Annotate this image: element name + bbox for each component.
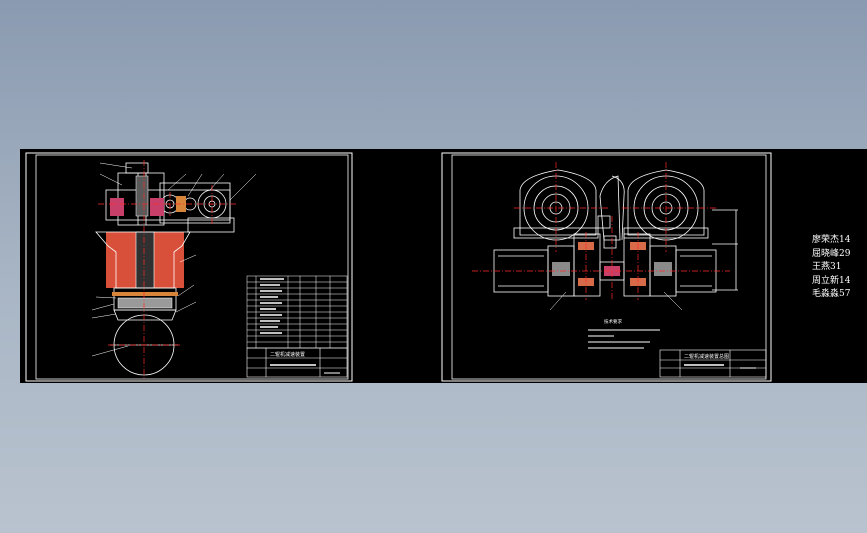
left-drawing-sheet[interactable]: 二辊机减速装置 [25, 152, 353, 382]
right-drive-motors [493, 233, 717, 297]
designer-names: 廖荣杰14 屈晓峰29 王燕31 周立新14 毛淼淼57 [812, 234, 867, 302]
right-frame [597, 175, 738, 291]
right-technical-notes [588, 329, 660, 349]
right-notes-title: 技术要求 [604, 318, 622, 325]
designer-name: 毛淼淼57 [812, 289, 851, 299]
left-centerlines [98, 160, 236, 378]
left-leader-lines [91, 162, 257, 357]
designer-name: 廖荣杰14 [812, 235, 851, 245]
right-centerlines [472, 162, 730, 300]
left-parts-list [246, 275, 348, 349]
right-leader-lines [549, 291, 683, 311]
right-drawing-sheet[interactable]: 技术要求 二辊机减速装置总图 [441, 152, 772, 382]
left-title-block [246, 347, 348, 378]
left-title-text: 二辊机减速装置 [270, 351, 305, 358]
right-title-text: 二辊机减速装置总图 [684, 353, 729, 360]
designer-name: 屈晓峰29 [812, 248, 851, 259]
designer-name: 周立新14 [812, 275, 851, 286]
designer-name: 王燕31 [812, 262, 842, 272]
